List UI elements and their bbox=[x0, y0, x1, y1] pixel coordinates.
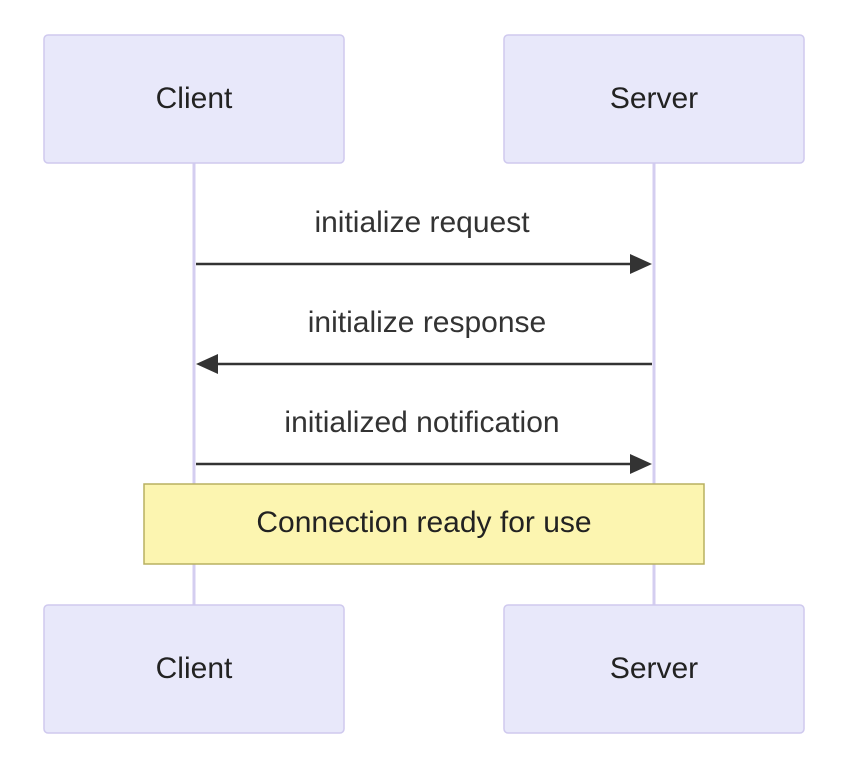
message-initialized-notification: initialized notification bbox=[196, 406, 652, 474]
client-actor-bottom: Client bbox=[43, 604, 345, 734]
message-label: initialized notification bbox=[284, 406, 559, 439]
server-actor-top-label: Server bbox=[610, 82, 698, 115]
message-label: initialize response bbox=[308, 306, 546, 339]
arrowhead-left-icon bbox=[196, 354, 218, 374]
server-actor-bottom: Server bbox=[503, 604, 805, 734]
message-initialize-request: initialize request bbox=[196, 206, 652, 274]
arrowhead-right-icon bbox=[630, 254, 652, 274]
server-actor-top: Server bbox=[503, 34, 805, 164]
note-label: Connection ready for use bbox=[256, 506, 591, 539]
note-connection-ready: Connection ready for use bbox=[143, 483, 705, 565]
message-label: initialize request bbox=[314, 206, 530, 239]
client-actor-top-label: Client bbox=[156, 82, 233, 115]
server-actor-bottom-label: Server bbox=[610, 652, 698, 685]
arrowhead-right-icon bbox=[630, 454, 652, 474]
client-actor-top: Client bbox=[43, 34, 345, 164]
message-initialize-response: initialize response bbox=[196, 306, 652, 374]
client-actor-bottom-label: Client bbox=[156, 652, 233, 685]
